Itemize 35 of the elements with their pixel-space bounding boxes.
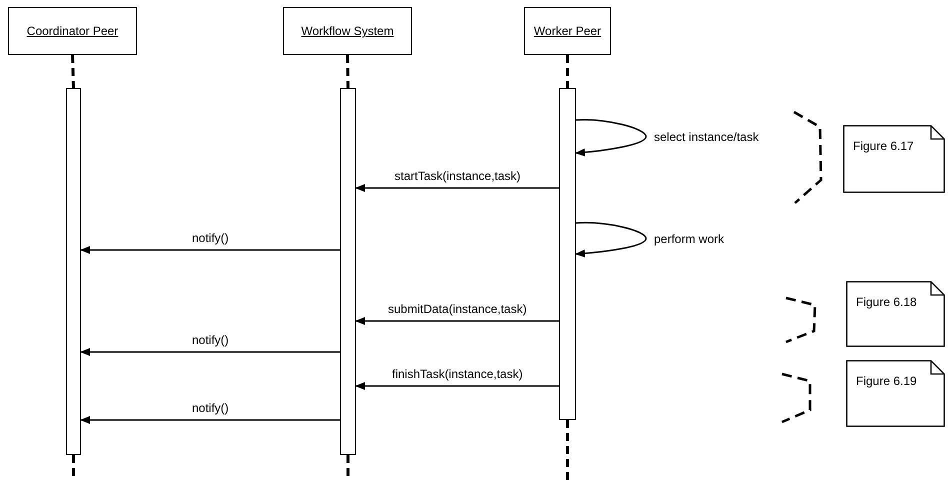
note-text: Figure 6.19 <box>856 374 917 388</box>
message-arrow <box>80 348 340 356</box>
self-message-arrow <box>575 119 647 156</box>
message-arrow <box>355 382 559 390</box>
message-label: notify() <box>190 231 231 245</box>
lifeline <box>566 55 569 88</box>
activation-bar <box>559 88 576 420</box>
message-label: submitData(instance,task) <box>386 302 529 316</box>
note <box>846 281 945 347</box>
lifeline-header <box>524 7 611 55</box>
message-label: select instance/task <box>652 130 761 144</box>
lifeline <box>566 420 569 481</box>
message-label: notify() <box>190 401 231 415</box>
self-message-arrow <box>575 222 647 258</box>
message-label: startTask(instance,task) <box>392 169 523 183</box>
activation-bar <box>66 88 81 455</box>
message-label: finishTask(instance,task) <box>390 367 525 381</box>
activation-bar <box>340 88 356 455</box>
object-name: Workflow System <box>301 24 394 38</box>
message-arrow <box>80 416 340 424</box>
lifeline-header <box>8 7 137 55</box>
message-label: notify() <box>190 333 231 347</box>
lifeline <box>346 54 350 88</box>
note <box>846 360 945 427</box>
message-arrow <box>355 317 559 325</box>
object-name: Worker Peer <box>534 24 602 38</box>
message-arrow <box>80 246 340 254</box>
note-text: Figure 6.18 <box>856 295 917 309</box>
note-text: Figure 6.17 <box>853 139 914 153</box>
lifeline-header <box>283 7 412 55</box>
object-name: Coordinator Peer <box>26 24 118 38</box>
lifeline <box>71 54 75 88</box>
note <box>843 125 945 193</box>
message-arrow <box>355 184 559 192</box>
message-label: perform work <box>652 232 726 246</box>
